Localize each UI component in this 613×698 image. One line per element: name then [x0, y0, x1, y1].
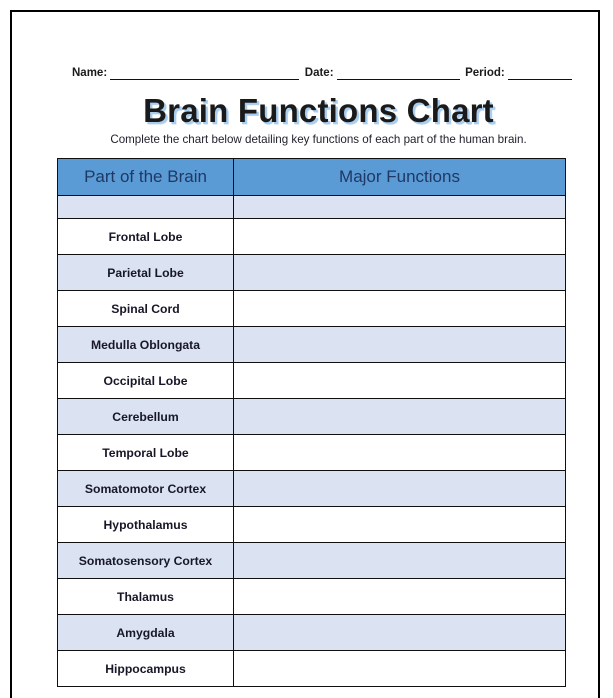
student-info-row: Name: Date: Period: — [72, 58, 573, 80]
cell-major-functions-answer[interactable] — [233, 398, 566, 435]
table-row: Frontal Lobe — [57, 218, 566, 255]
table-row: Hypothalamus — [57, 506, 566, 543]
cell-major-functions-answer[interactable] — [233, 542, 566, 579]
cell-part-of-the-brain: Amygdala — [57, 614, 234, 651]
cell-part-of-the-brain: Spinal Cord — [57, 290, 234, 327]
cell-major-functions-answer[interactable] — [233, 614, 566, 651]
table-row: Spinal Cord — [57, 290, 566, 327]
column-header-major-functions: Major Functions — [233, 158, 566, 196]
cell-part-of-the-brain: Medulla Oblongata — [57, 326, 234, 363]
cell-major-functions-answer[interactable] — [233, 506, 566, 543]
cell-part-of-the-brain: Parietal Lobe — [57, 254, 234, 291]
table-row: Somatomotor Cortex — [57, 470, 566, 507]
table-row: Occipital Lobe — [57, 362, 566, 399]
cell-part-of-the-brain: Cerebellum — [57, 398, 234, 435]
table-row: Cerebellum — [57, 398, 566, 435]
brain-functions-table: Part of the Brain Major Functions Fronta… — [57, 158, 566, 687]
table-header: Part of the Brain Major Functions — [57, 158, 566, 196]
column-header-part-of-the-brain: Part of the Brain — [57, 158, 234, 196]
table-row: Hippocampus — [57, 650, 566, 687]
cell-part-of-the-brain: Thalamus — [57, 578, 234, 615]
date-write-in-line[interactable] — [336, 65, 460, 80]
cell-major-functions-answer[interactable] — [233, 195, 566, 219]
cell-major-functions-answer[interactable] — [233, 326, 566, 363]
name-label: Name: — [72, 67, 108, 79]
cell-major-functions-answer[interactable] — [233, 254, 566, 291]
cell-part-of-the-brain: Frontal Lobe — [57, 218, 234, 255]
table-row: Thalamus — [57, 578, 566, 615]
cell-part-of-the-brain: Somatosensory Cortex — [57, 542, 234, 579]
table-row: Parietal Lobe — [57, 254, 566, 291]
table-row — [57, 195, 566, 219]
cell-part-of-the-brain: Temporal Lobe — [57, 434, 234, 471]
table-row: Somatosensory Cortex — [57, 542, 566, 579]
cell-part-of-the-brain: Somatomotor Cortex — [57, 470, 234, 507]
page-title: Brain Functions Chart — [143, 92, 494, 129]
cell-part-of-the-brain: Occipital Lobe — [57, 362, 234, 399]
table-row: Amygdala — [57, 614, 566, 651]
cell-major-functions-answer[interactable] — [233, 650, 566, 687]
name-write-in-line[interactable] — [110, 65, 300, 80]
cell-major-functions-answer[interactable] — [233, 362, 566, 399]
period-label: Period: — [465, 67, 505, 79]
table-row: Medulla Oblongata — [57, 326, 566, 363]
cell-major-functions-answer[interactable] — [233, 470, 566, 507]
period-write-in-line[interactable] — [507, 65, 573, 80]
instructions-text: Complete the chart below detailing key f… — [110, 133, 527, 146]
table-row: Temporal Lobe — [57, 434, 566, 471]
cell-major-functions-answer[interactable] — [233, 434, 566, 471]
table-header-row: Part of the Brain Major Functions — [57, 158, 566, 196]
cell-major-functions-answer[interactable] — [233, 218, 566, 255]
cell-major-functions-answer[interactable] — [233, 578, 566, 615]
cell-part-of-the-brain — [57, 195, 234, 219]
cell-major-functions-answer[interactable] — [233, 290, 566, 327]
date-label: Date: — [304, 67, 334, 79]
cell-part-of-the-brain: Hippocampus — [57, 650, 234, 687]
cell-part-of-the-brain: Hypothalamus — [57, 506, 234, 543]
